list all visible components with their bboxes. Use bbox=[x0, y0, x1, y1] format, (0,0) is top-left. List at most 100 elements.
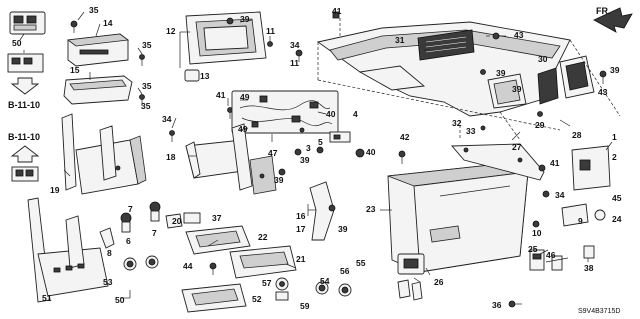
callout-32: 32 bbox=[452, 118, 462, 128]
callout-39: 39 bbox=[512, 84, 522, 94]
callout-14: 14 bbox=[103, 18, 113, 28]
callout-46: 46 bbox=[546, 250, 556, 260]
callout-31: 31 bbox=[395, 35, 405, 45]
callout-40: 40 bbox=[366, 147, 376, 157]
callout-27: 27 bbox=[512, 142, 522, 152]
down-arrow-icon bbox=[10, 77, 40, 95]
lock-assembly-drawing bbox=[397, 253, 431, 301]
hinge-bracket-drawing bbox=[538, 145, 611, 198]
screw-icon bbox=[139, 94, 145, 106]
callout-49: 49 bbox=[238, 124, 248, 134]
callout-28: 28 bbox=[572, 130, 582, 140]
tray-drawing bbox=[63, 75, 133, 105]
callout-39: 39 bbox=[300, 155, 310, 165]
callout-6: 6 bbox=[126, 236, 131, 246]
callout-35: 35 bbox=[142, 81, 152, 91]
damper-drawing bbox=[529, 249, 569, 271]
rail-drawing bbox=[398, 143, 545, 181]
cover-plate-drawing bbox=[185, 225, 297, 279]
callout-37: 37 bbox=[212, 213, 222, 223]
display-bezel-drawing bbox=[185, 11, 267, 65]
callout-8: 8 bbox=[107, 248, 112, 258]
socket-drawing bbox=[123, 255, 159, 271]
callout-11: 11 bbox=[266, 26, 275, 36]
callout-39: 39 bbox=[338, 224, 348, 234]
callout-29: 29 bbox=[535, 120, 545, 130]
bracket-drawing bbox=[61, 113, 147, 195]
callout-23: 23 bbox=[366, 204, 376, 214]
dashboard-panel-drawing bbox=[316, 21, 571, 117]
callout-40: 40 bbox=[326, 109, 336, 119]
callout-19: 19 bbox=[50, 185, 60, 195]
reference-label: B-11-10 bbox=[8, 132, 40, 142]
callout-12: 12 bbox=[166, 26, 176, 36]
callout-55: 54 bbox=[320, 276, 330, 286]
callout-57: 56 bbox=[340, 266, 350, 276]
callout-18: 18 bbox=[166, 152, 176, 162]
screw-icon bbox=[295, 32, 607, 131]
callout-49: 49 bbox=[240, 92, 250, 102]
knee-pad-drawing bbox=[309, 181, 336, 241]
callout-30: 30 bbox=[538, 54, 548, 64]
callout-2: 2 bbox=[612, 152, 617, 162]
screw-icon bbox=[508, 300, 522, 308]
vent-drawing bbox=[417, 29, 475, 61]
callout-22: 22 bbox=[258, 232, 268, 242]
reference-label: B-11-10 bbox=[8, 100, 40, 110]
callout-50: 50 bbox=[115, 295, 125, 305]
callout-7: 7 bbox=[152, 228, 157, 238]
wire-harness-drawing bbox=[231, 90, 339, 134]
screw-icon bbox=[169, 107, 233, 142]
callout-43: 43 bbox=[514, 30, 524, 40]
clip-icon bbox=[278, 127, 324, 176]
callout-41: 41 bbox=[332, 6, 342, 16]
callout-42: 42 bbox=[400, 132, 410, 142]
leader-lines bbox=[19, 11, 621, 299]
callout-39: 39 bbox=[496, 68, 506, 78]
callout-59: 59 bbox=[300, 301, 310, 311]
screw-icon bbox=[70, 20, 78, 33]
callout-11: 11 bbox=[290, 58, 299, 68]
callout-54: 53 bbox=[103, 277, 113, 287]
screw-icon bbox=[139, 54, 145, 66]
center-bracket-drawing bbox=[185, 123, 277, 195]
callout-35: 35 bbox=[141, 101, 151, 111]
callout-56: 55 bbox=[356, 258, 366, 268]
callout-25: 25 bbox=[528, 244, 538, 254]
callout-21: 21 bbox=[296, 254, 306, 264]
clip-icon bbox=[226, 17, 273, 47]
callout-53: 52 bbox=[252, 294, 262, 304]
clip-icon bbox=[332, 11, 340, 19]
callout-13: 13 bbox=[200, 71, 210, 81]
callout-20: 20 bbox=[172, 216, 182, 226]
switch-panel-drawing bbox=[9, 11, 46, 35]
callout-47: 47 bbox=[268, 148, 278, 158]
fr-arrow-icon bbox=[593, 7, 633, 33]
connector-drawing bbox=[11, 166, 39, 182]
side-vent-drawing bbox=[537, 55, 595, 105]
callout-39: 39 bbox=[610, 65, 620, 75]
callout-15: 15 bbox=[70, 65, 80, 75]
lower-box-drawing bbox=[181, 283, 247, 313]
callout-52: 51 bbox=[42, 293, 52, 303]
callout-39: 39 bbox=[240, 14, 250, 24]
callout-58: 57 bbox=[262, 278, 272, 288]
up-arrow-icon bbox=[10, 145, 40, 163]
callout-36: 36 bbox=[492, 300, 502, 310]
part-code: S9V4B3715D bbox=[578, 308, 620, 315]
callout-41: 41 bbox=[550, 158, 560, 168]
callout-17: 17 bbox=[296, 224, 306, 234]
screw-icon bbox=[209, 262, 217, 275]
callout-7: 7 bbox=[128, 204, 133, 214]
callout-26: 26 bbox=[434, 277, 444, 287]
knob-drawing bbox=[184, 69, 200, 82]
callout-4: 4 bbox=[353, 109, 358, 119]
callout-5: 5 bbox=[318, 137, 323, 147]
connector-drawing bbox=[329, 131, 365, 158]
glove-box-drawing bbox=[387, 163, 529, 273]
callout-34: 34 bbox=[290, 40, 300, 50]
callout-24: 24 bbox=[612, 214, 622, 224]
callout-35: 35 bbox=[142, 40, 152, 50]
callout-34: 34 bbox=[162, 114, 172, 124]
